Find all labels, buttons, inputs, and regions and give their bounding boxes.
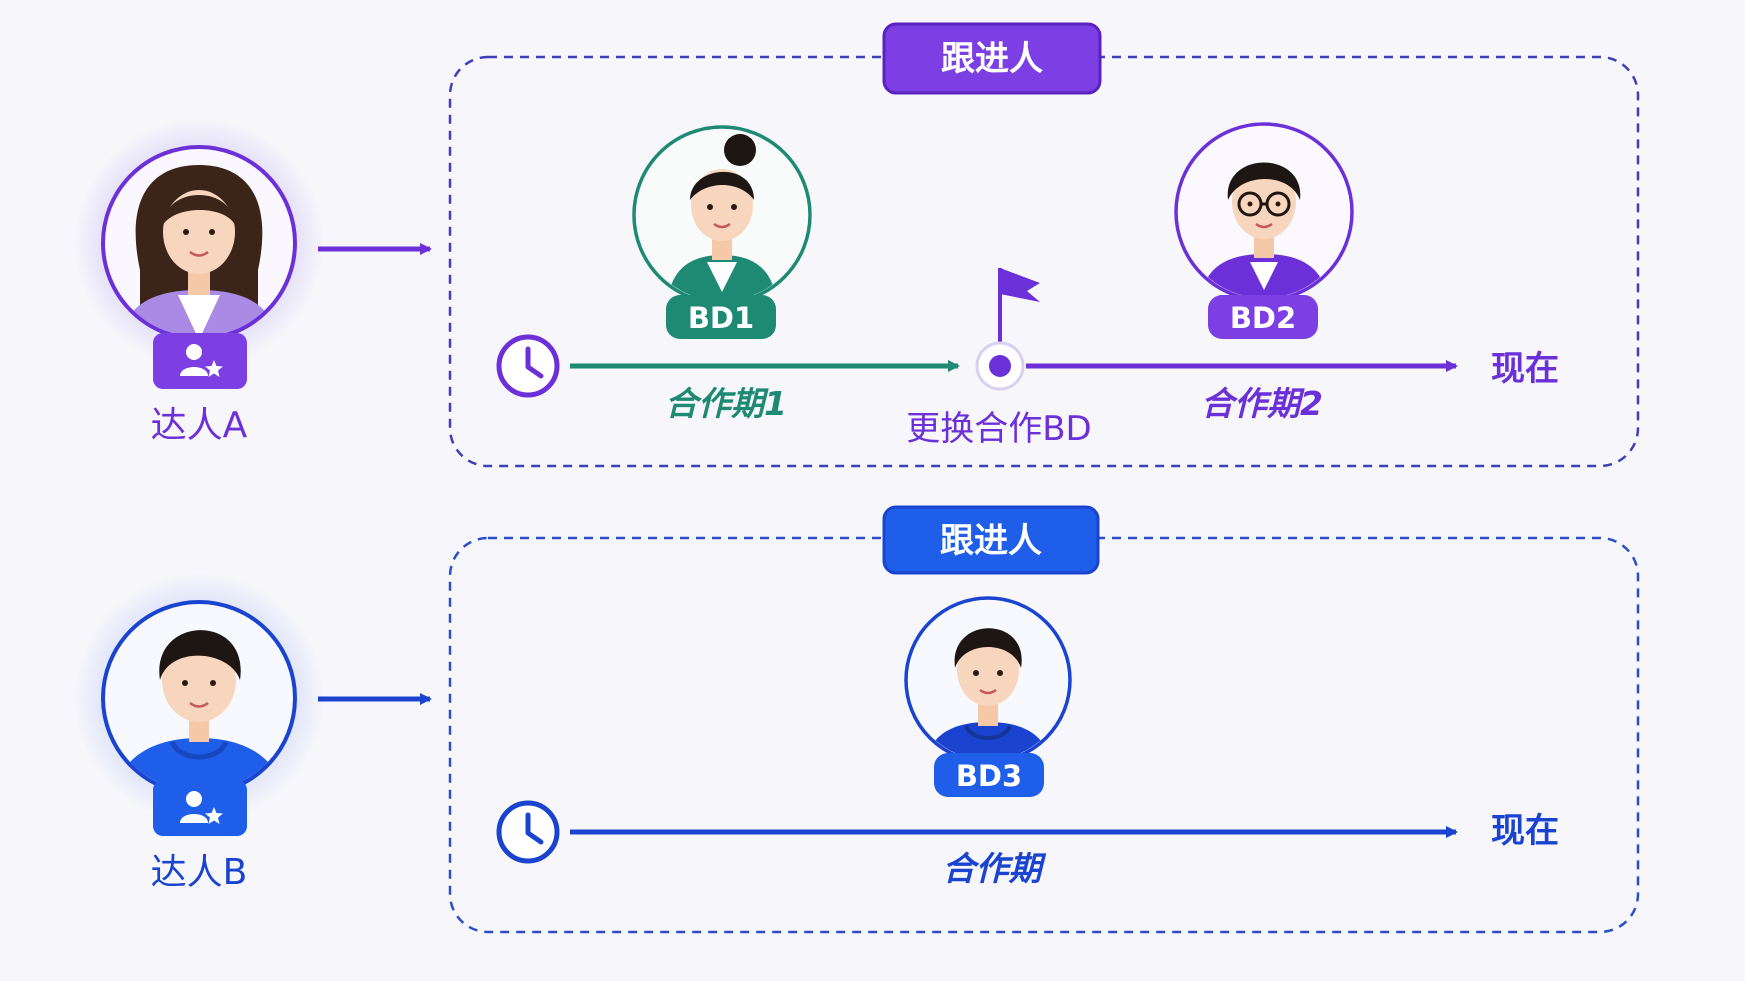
user-star-icon (180, 791, 223, 824)
talent-a-name: 达人A (151, 405, 248, 446)
clock-icon-b (496, 800, 560, 864)
switch-node (975, 268, 1040, 391)
now-label-b: 现在 (1491, 811, 1559, 851)
period-b-label: 合作期 (943, 849, 1047, 888)
bd3-avatar (904, 596, 1072, 764)
section-talent-b: 跟进人 (73, 505, 1640, 934)
bd3-label: BD3 (934, 753, 1044, 797)
follow-label-a-text: 跟进人 (941, 39, 1043, 79)
follow-label-a: 跟进人 (882, 22, 1102, 95)
follow-box-b (448, 536, 1640, 934)
talent-b-avatar (73, 572, 325, 824)
follow-label-b-text: 跟进人 (940, 521, 1042, 561)
bd1-label: BD1 (666, 295, 776, 339)
bd3-label-text: BD3 (956, 759, 1022, 793)
talent-a-avatar (73, 117, 325, 369)
flag-icon (1000, 268, 1040, 302)
period2-label: 合作期2 (1201, 384, 1323, 423)
clock-icon-a (496, 334, 560, 398)
talent-a-badge (153, 333, 247, 389)
section-talent-a: 跟进人 (73, 22, 1640, 468)
bd1-avatar (632, 125, 812, 305)
switch-bd-label: 更换合作BD (906, 409, 1092, 449)
period1-label: 合作期1 (665, 384, 787, 423)
bd2-avatar (1174, 122, 1354, 302)
bd1-label-text: BD1 (688, 301, 754, 335)
now-label-a: 现在 (1491, 349, 1559, 389)
user-star-icon (180, 344, 223, 377)
talent-b-badge (153, 780, 247, 836)
follow-label-b: 跟进人 (882, 505, 1100, 575)
follow-box-a (448, 55, 1640, 468)
talent-b-name: 达人B (151, 852, 248, 893)
bd2-label: BD2 (1208, 295, 1318, 339)
bd2-label-text: BD2 (1230, 301, 1296, 335)
